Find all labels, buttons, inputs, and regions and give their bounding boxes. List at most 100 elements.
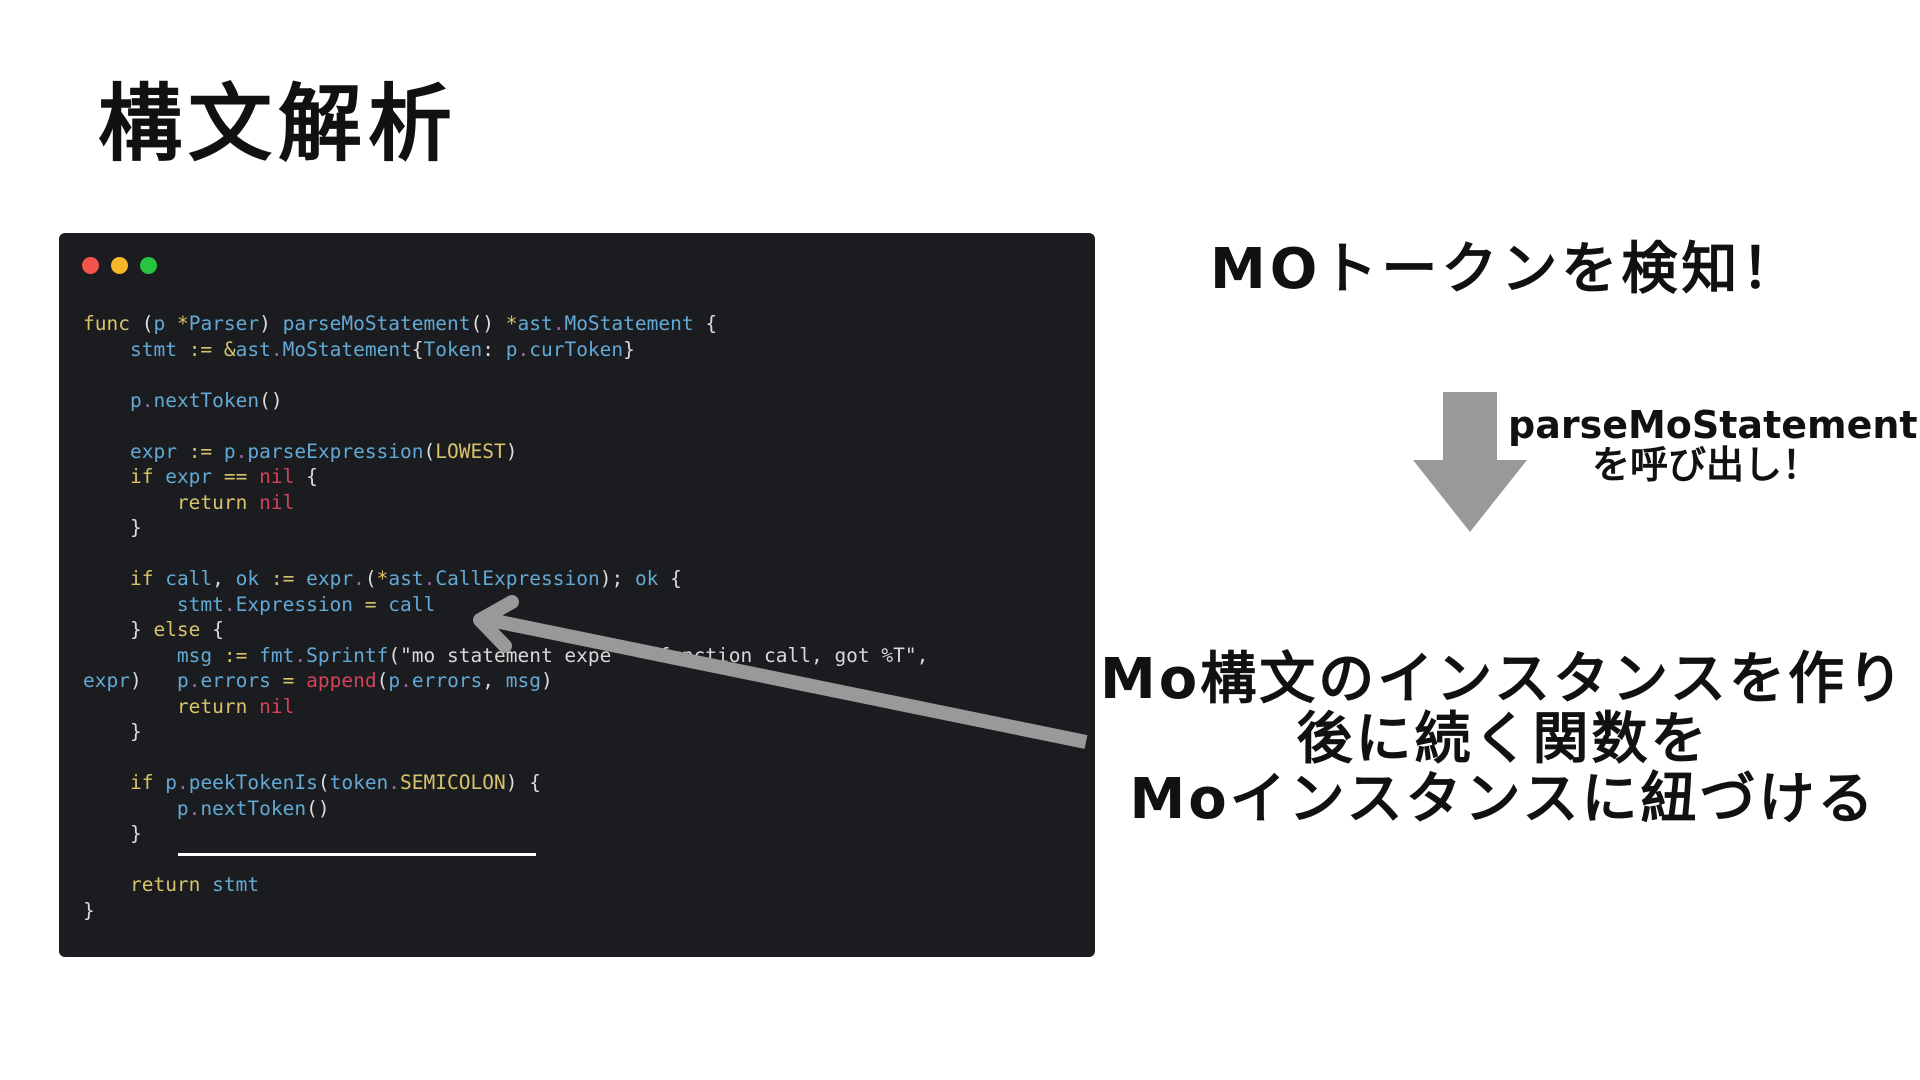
code-token (83, 465, 130, 488)
code-token: msg (505, 669, 542, 692)
code-line: } (83, 515, 928, 541)
code-line (83, 745, 928, 771)
code-line: expr) p.errors = append(p.errors, msg) (83, 668, 928, 694)
code-token: parseMoStatement (282, 312, 471, 335)
code-token: "mo statement expe function call, got %T… (400, 643, 917, 667)
code-token (212, 440, 224, 463)
highlight-underline (178, 853, 536, 856)
code-token: { (658, 567, 682, 590)
code-token: . (270, 337, 283, 361)
code-token: , (916, 643, 929, 667)
code-token: . (176, 771, 189, 794)
close-dot[interactable] (82, 257, 99, 274)
code-token (377, 593, 389, 616)
code-token (247, 644, 259, 667)
code-token: Expression (235, 592, 354, 616)
code-token: () (470, 312, 506, 335)
code-token: ast (388, 567, 424, 590)
code-token: } (83, 720, 142, 743)
code-token: := (188, 439, 213, 463)
code-token: := (270, 567, 295, 590)
code-token: p (176, 796, 189, 820)
code-token: : (482, 337, 506, 361)
code-token: . (141, 388, 154, 412)
code-token: func (83, 312, 130, 335)
code-token: Parser (188, 312, 260, 335)
code-block: func (p *Parser) parseMoStatement() *ast… (83, 311, 928, 923)
code-token: return (129, 873, 201, 896)
code-token (212, 338, 224, 361)
code-token: errors (411, 669, 483, 692)
code-token: ( (129, 312, 154, 335)
code-token (353, 593, 365, 616)
code-token: p (176, 669, 189, 692)
code-line: } (83, 821, 928, 847)
code-token: ) (505, 439, 518, 463)
code-token (177, 440, 189, 463)
code-token: Token (423, 337, 483, 361)
code-token: . (223, 592, 236, 616)
minimize-dot[interactable] (111, 257, 128, 274)
code-token (294, 669, 306, 692)
code-token: := (188, 337, 213, 361)
call-label: parseMoStatement() を呼び出し！ (1508, 405, 1920, 486)
code-window: func (p *Parser) parseMoStatement() *ast… (59, 233, 1095, 957)
code-line: } (83, 719, 928, 745)
code-token: if (129, 771, 154, 794)
code-token: MoStatement (282, 337, 412, 361)
code-line: func (p *Parser) parseMoStatement() *ast… (83, 311, 928, 337)
code-line (83, 413, 928, 439)
code-token: } (83, 898, 95, 922)
code-line (83, 541, 928, 567)
code-token: . (517, 337, 530, 361)
code-token: nil (259, 490, 295, 514)
code-token: = (364, 592, 377, 616)
code-token: , (482, 669, 506, 692)
code-token: call (388, 592, 436, 616)
code-token: ); (599, 567, 635, 590)
code-token: nil (259, 694, 295, 718)
code-token: if (129, 567, 154, 590)
code-token: return (176, 694, 248, 718)
code-token (83, 567, 130, 590)
code-line: p.nextToken() (83, 388, 928, 414)
code-token: ( (317, 771, 330, 794)
code-token: expr (129, 439, 177, 463)
code-token: token (329, 771, 389, 794)
code-token: ) (129, 669, 177, 692)
code-token: p (129, 388, 142, 412)
code-line: expr := p.parseExpression(LOWEST) (83, 439, 928, 465)
code-token: nextToken (153, 388, 260, 412)
code-token (83, 338, 130, 361)
code-line (83, 362, 928, 388)
code-token (83, 873, 130, 896)
code-token (83, 440, 130, 463)
code-token: . (423, 567, 436, 590)
code-token: * (505, 312, 518, 335)
code-token (165, 312, 177, 335)
code-line: stmt := &ast.MoStatement{Token: p.curTok… (83, 337, 928, 363)
code-token: p (388, 669, 401, 692)
code-token (177, 338, 189, 361)
code-token: * (376, 567, 389, 590)
maximize-dot[interactable] (140, 257, 157, 274)
code-token: ( (423, 439, 436, 463)
code-line (83, 847, 928, 873)
code-token: stmt (129, 337, 177, 361)
code-token: if (129, 465, 154, 488)
code-token: fmt (259, 643, 295, 667)
code-token (247, 465, 259, 488)
code-line: p.nextToken() (83, 796, 928, 822)
code-token: { (294, 465, 318, 488)
code-token: := (223, 643, 248, 667)
code-token: parseExpression (247, 439, 424, 463)
code-line: if call, ok := expr.(*ast.CallExpression… (83, 566, 928, 592)
window-controls (82, 257, 157, 274)
code-token (247, 491, 259, 514)
code-token: { (200, 618, 224, 641)
code-token: . (400, 669, 412, 692)
code-token: ( (364, 567, 377, 590)
code-token: . (353, 567, 365, 590)
code-line: return nil (83, 694, 928, 720)
code-token: stmt (212, 873, 260, 896)
